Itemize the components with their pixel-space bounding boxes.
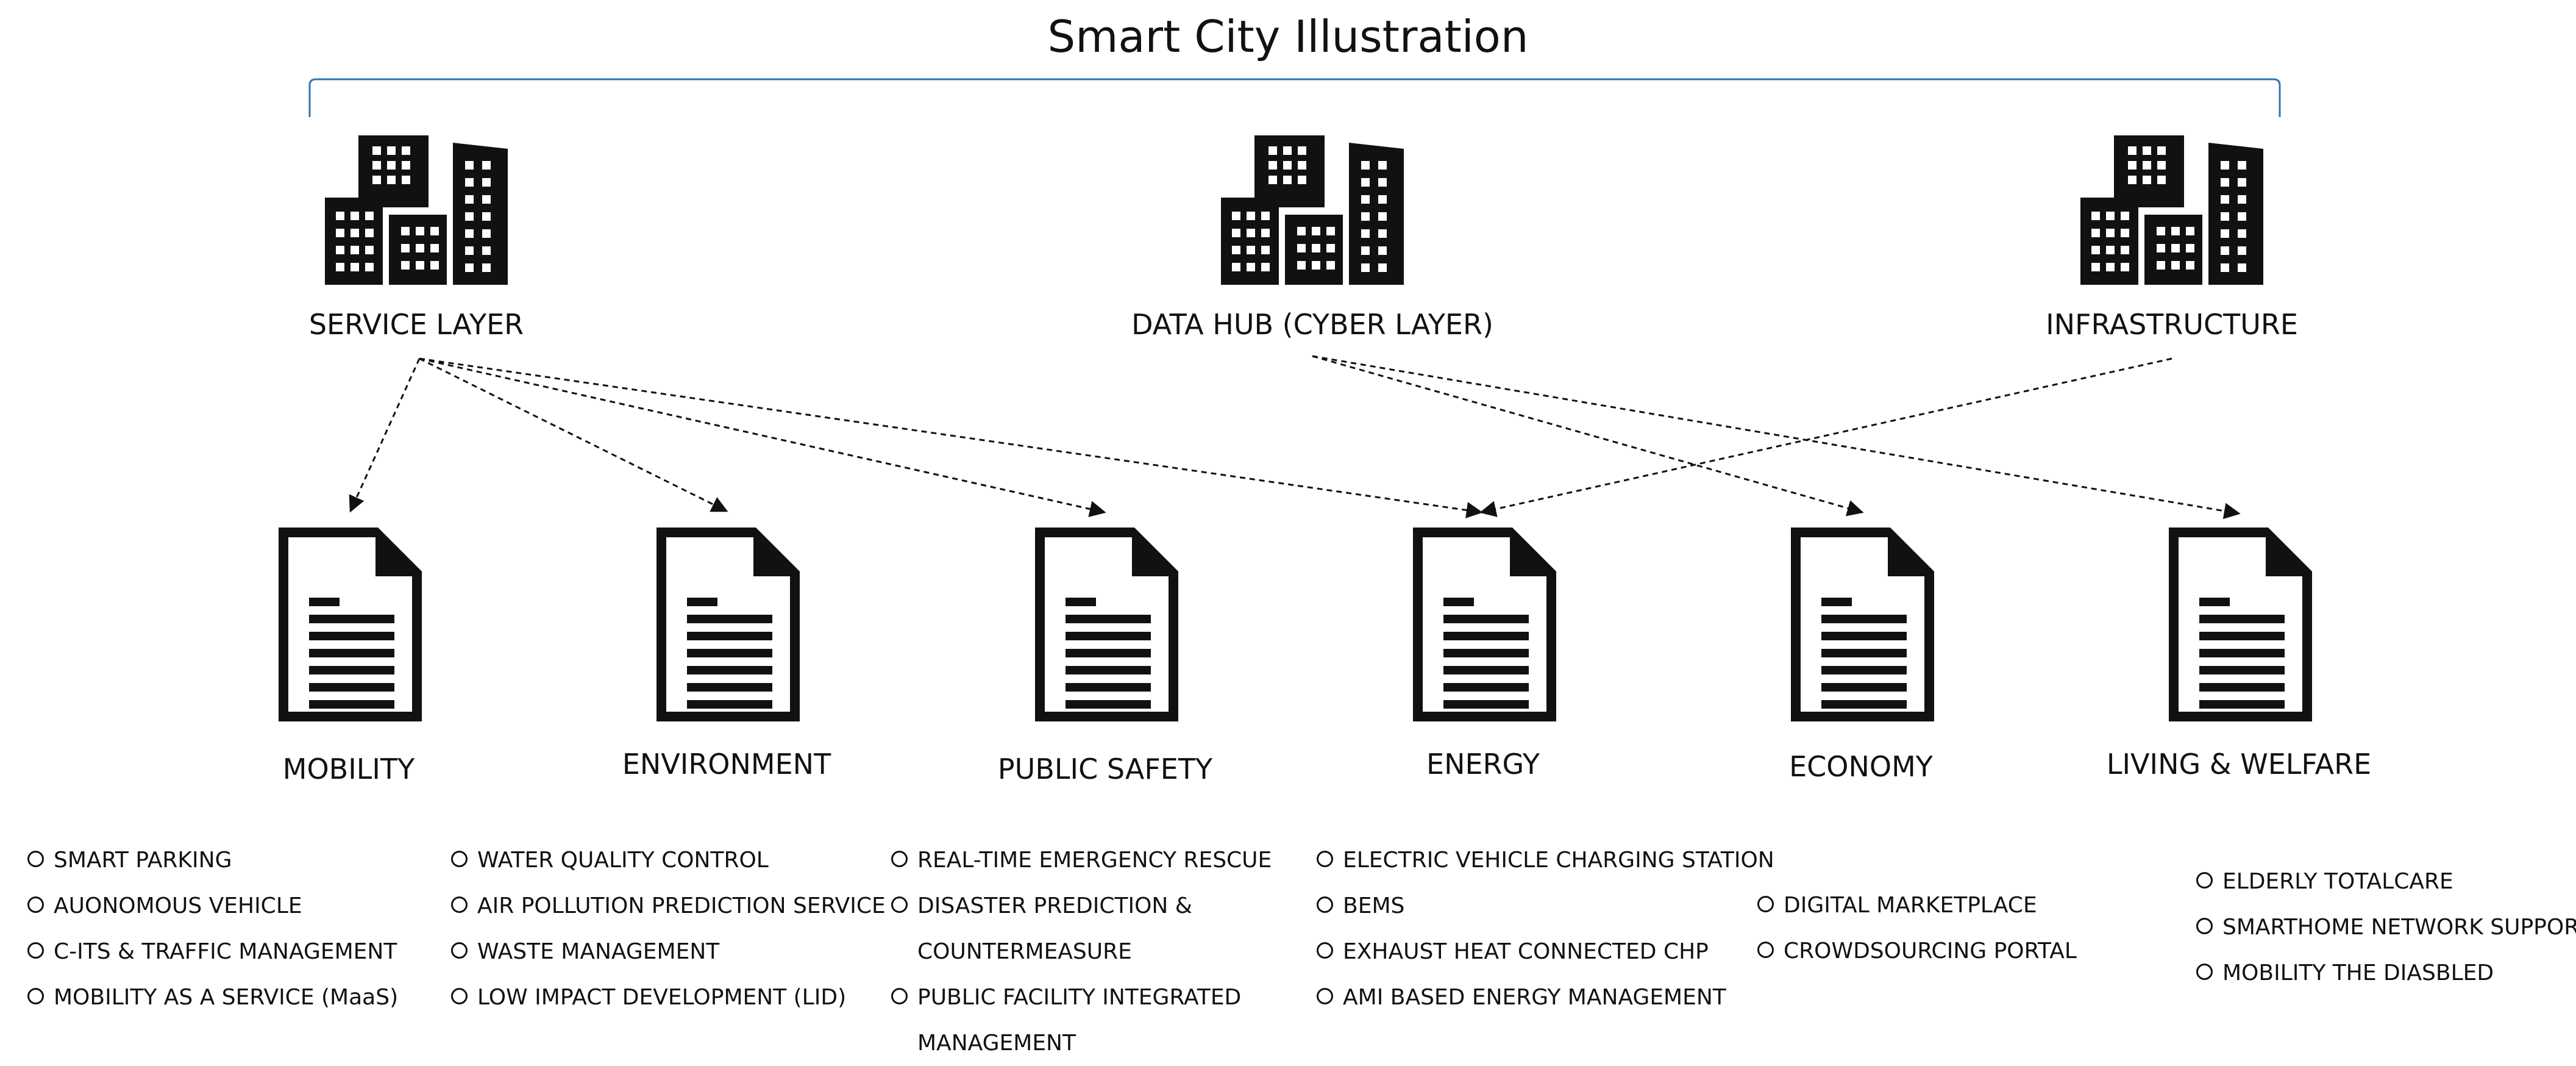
list-item: AIR POLLUTION PREDICTION SERVICE	[451, 883, 886, 929]
layer-icons	[325, 135, 2263, 285]
buildings-icon	[2080, 135, 2263, 285]
list-item: AUONOMOUS VEHICLE	[27, 883, 398, 929]
circle-bullet-icon	[1317, 896, 1333, 913]
list-item: EXHAUST HEAT CONNECTED CHP	[1317, 929, 1774, 975]
service-label-economy: ECONOMY	[1789, 750, 1933, 783]
service-label-living-welfare: LIVING & WELFARE	[2106, 748, 2372, 781]
circle-bullet-icon	[27, 851, 44, 867]
list-item: MOBILITY THE DIASBLED	[2196, 950, 2576, 996]
list-item: SMART PARKING	[27, 837, 398, 883]
document-icon	[2169, 528, 2312, 721]
document-icon	[1413, 528, 1556, 721]
circle-bullet-icon	[891, 896, 908, 913]
document-icon	[656, 528, 800, 721]
link-arrow-service-to-mobility	[349, 358, 421, 513]
circle-bullet-icon	[2196, 964, 2213, 980]
document-icon	[1035, 528, 1178, 721]
list-item: ELDERLY TOTALCARE	[2196, 859, 2576, 904]
document-icon	[1791, 528, 1934, 721]
list-item: WATER QUALITY CONTROL	[451, 837, 886, 883]
list-item: PUBLIC FACILITY INTEGRATED MANAGEMENT	[891, 975, 1272, 1066]
link-arrow-service-to-environment	[419, 357, 728, 512]
list-item: DISASTER PREDICTION & COUNTERMEASURE	[891, 883, 1272, 975]
list-item: C-ITS & TRAFFIC MANAGEMENT	[27, 929, 398, 975]
layer-label-data-hub: DATA HUB (CYBER LAYER)	[1131, 308, 1493, 341]
document-icon	[279, 528, 422, 721]
list-item: LOW IMPACT DEVELOPMENT (LID)	[451, 975, 886, 1020]
layer-label-service: SERVICE LAYER	[308, 308, 524, 341]
service-label-environment: ENVIRONMENT	[622, 748, 831, 781]
buildings-icon	[1221, 135, 1404, 285]
layer-label-infrastructure: INFRASTRUCTURE	[2046, 308, 2298, 341]
list-item: ELECTRIC VEHICLE CHARGING STATION	[1317, 837, 1774, 883]
list-public-safety: REAL-TIME EMERGENCY RESCUE DISASTER PRED…	[891, 837, 1272, 1066]
list-item: REAL-TIME EMERGENCY RESCUE	[891, 837, 1272, 883]
link-arrow-service-to-public-safety	[419, 357, 1106, 517]
list-mobility: SMART PARKING AUONOMOUS VEHICLE C-ITS & …	[27, 837, 398, 1020]
circle-bullet-icon	[2196, 918, 2213, 934]
circle-bullet-icon	[2196, 872, 2213, 889]
link-arrow-data-hub-to-living-welfare	[1312, 355, 2241, 520]
top-bracket	[308, 78, 2281, 117]
diagram-title: Smart City Illustration	[1047, 11, 1529, 62]
circle-bullet-icon	[27, 988, 44, 1004]
list-economy: DIGITAL MARKETPLACE CROWDSOURCING PORTAL	[1757, 882, 2077, 974]
circle-bullet-icon	[1317, 942, 1333, 959]
circle-bullet-icon	[451, 896, 468, 913]
circle-bullet-icon	[1757, 896, 1774, 912]
list-item: MOBILITY AS A SERVICE (MaaS)	[27, 975, 398, 1020]
list-item: BEMS	[1317, 883, 1774, 929]
circle-bullet-icon	[451, 851, 468, 867]
list-energy: ELECTRIC VEHICLE CHARGING STATION BEMS E…	[1317, 837, 1774, 1020]
buildings-icon	[325, 135, 508, 285]
list-item: AMI BASED ENERGY MANAGEMENT	[1317, 975, 1774, 1020]
circle-bullet-icon	[1757, 942, 1774, 958]
link-arrow-infrastructure-to-energy	[1479, 357, 2172, 517]
circle-bullet-icon	[1317, 988, 1333, 1004]
list-environment: WATER QUALITY CONTROL AIR POLLUTION PRED…	[451, 837, 886, 1020]
connection-arrows	[349, 355, 2241, 520]
circle-bullet-icon	[891, 988, 908, 1004]
circle-bullet-icon	[451, 988, 468, 1004]
service-label-public-safety: PUBLIC SAFETY	[997, 753, 1213, 785]
list-item: SMARTHOME NETWORK SUPPORT	[2196, 904, 2576, 950]
list-item: CROWDSOURCING PORTAL	[1757, 928, 2077, 974]
list-living-welfare: ELDERLY TOTALCARE SMARTHOME NETWORK SUPP…	[2196, 859, 2576, 996]
circle-bullet-icon	[1317, 851, 1333, 867]
service-label-mobility: MOBILITY	[282, 753, 415, 785]
circle-bullet-icon	[27, 896, 44, 913]
list-item: DIGITAL MARKETPLACE	[1757, 882, 2077, 928]
circle-bullet-icon	[451, 942, 468, 959]
service-icons	[279, 528, 2312, 721]
circle-bullet-icon	[891, 851, 908, 867]
link-arrow-data-hub-to-economy	[1312, 355, 1864, 517]
circle-bullet-icon	[27, 942, 44, 959]
link-arrow-service-to-energy	[419, 357, 1483, 518]
service-label-energy: ENERGY	[1426, 748, 1540, 781]
list-item: WASTE MANAGEMENT	[451, 929, 886, 975]
